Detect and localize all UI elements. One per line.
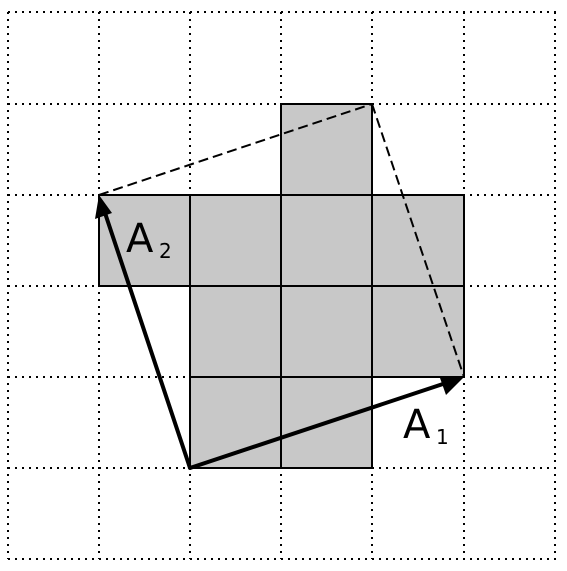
vector-a2-subscript: 2	[159, 239, 172, 263]
vector-a1-subscript: 1	[436, 425, 449, 449]
dashed-top-edge	[98, 103, 373, 196]
shaded-top-cell	[281, 104, 372, 195]
vector-a2-label: A	[126, 216, 154, 262]
shaded-right-cell	[372, 286, 464, 377]
vector-a1-shaft	[188, 379, 454, 470]
dashed-fundamental-domain	[98, 103, 465, 378]
vector-a2-arrowhead	[95, 195, 112, 219]
dashed-right-edge	[371, 103, 465, 378]
basis-vectors	[101, 205, 454, 470]
vector-a1-arrowhead	[440, 377, 464, 395]
vector-a2-shaft	[101, 205, 192, 470]
vector-a1-label: A	[403, 402, 431, 448]
